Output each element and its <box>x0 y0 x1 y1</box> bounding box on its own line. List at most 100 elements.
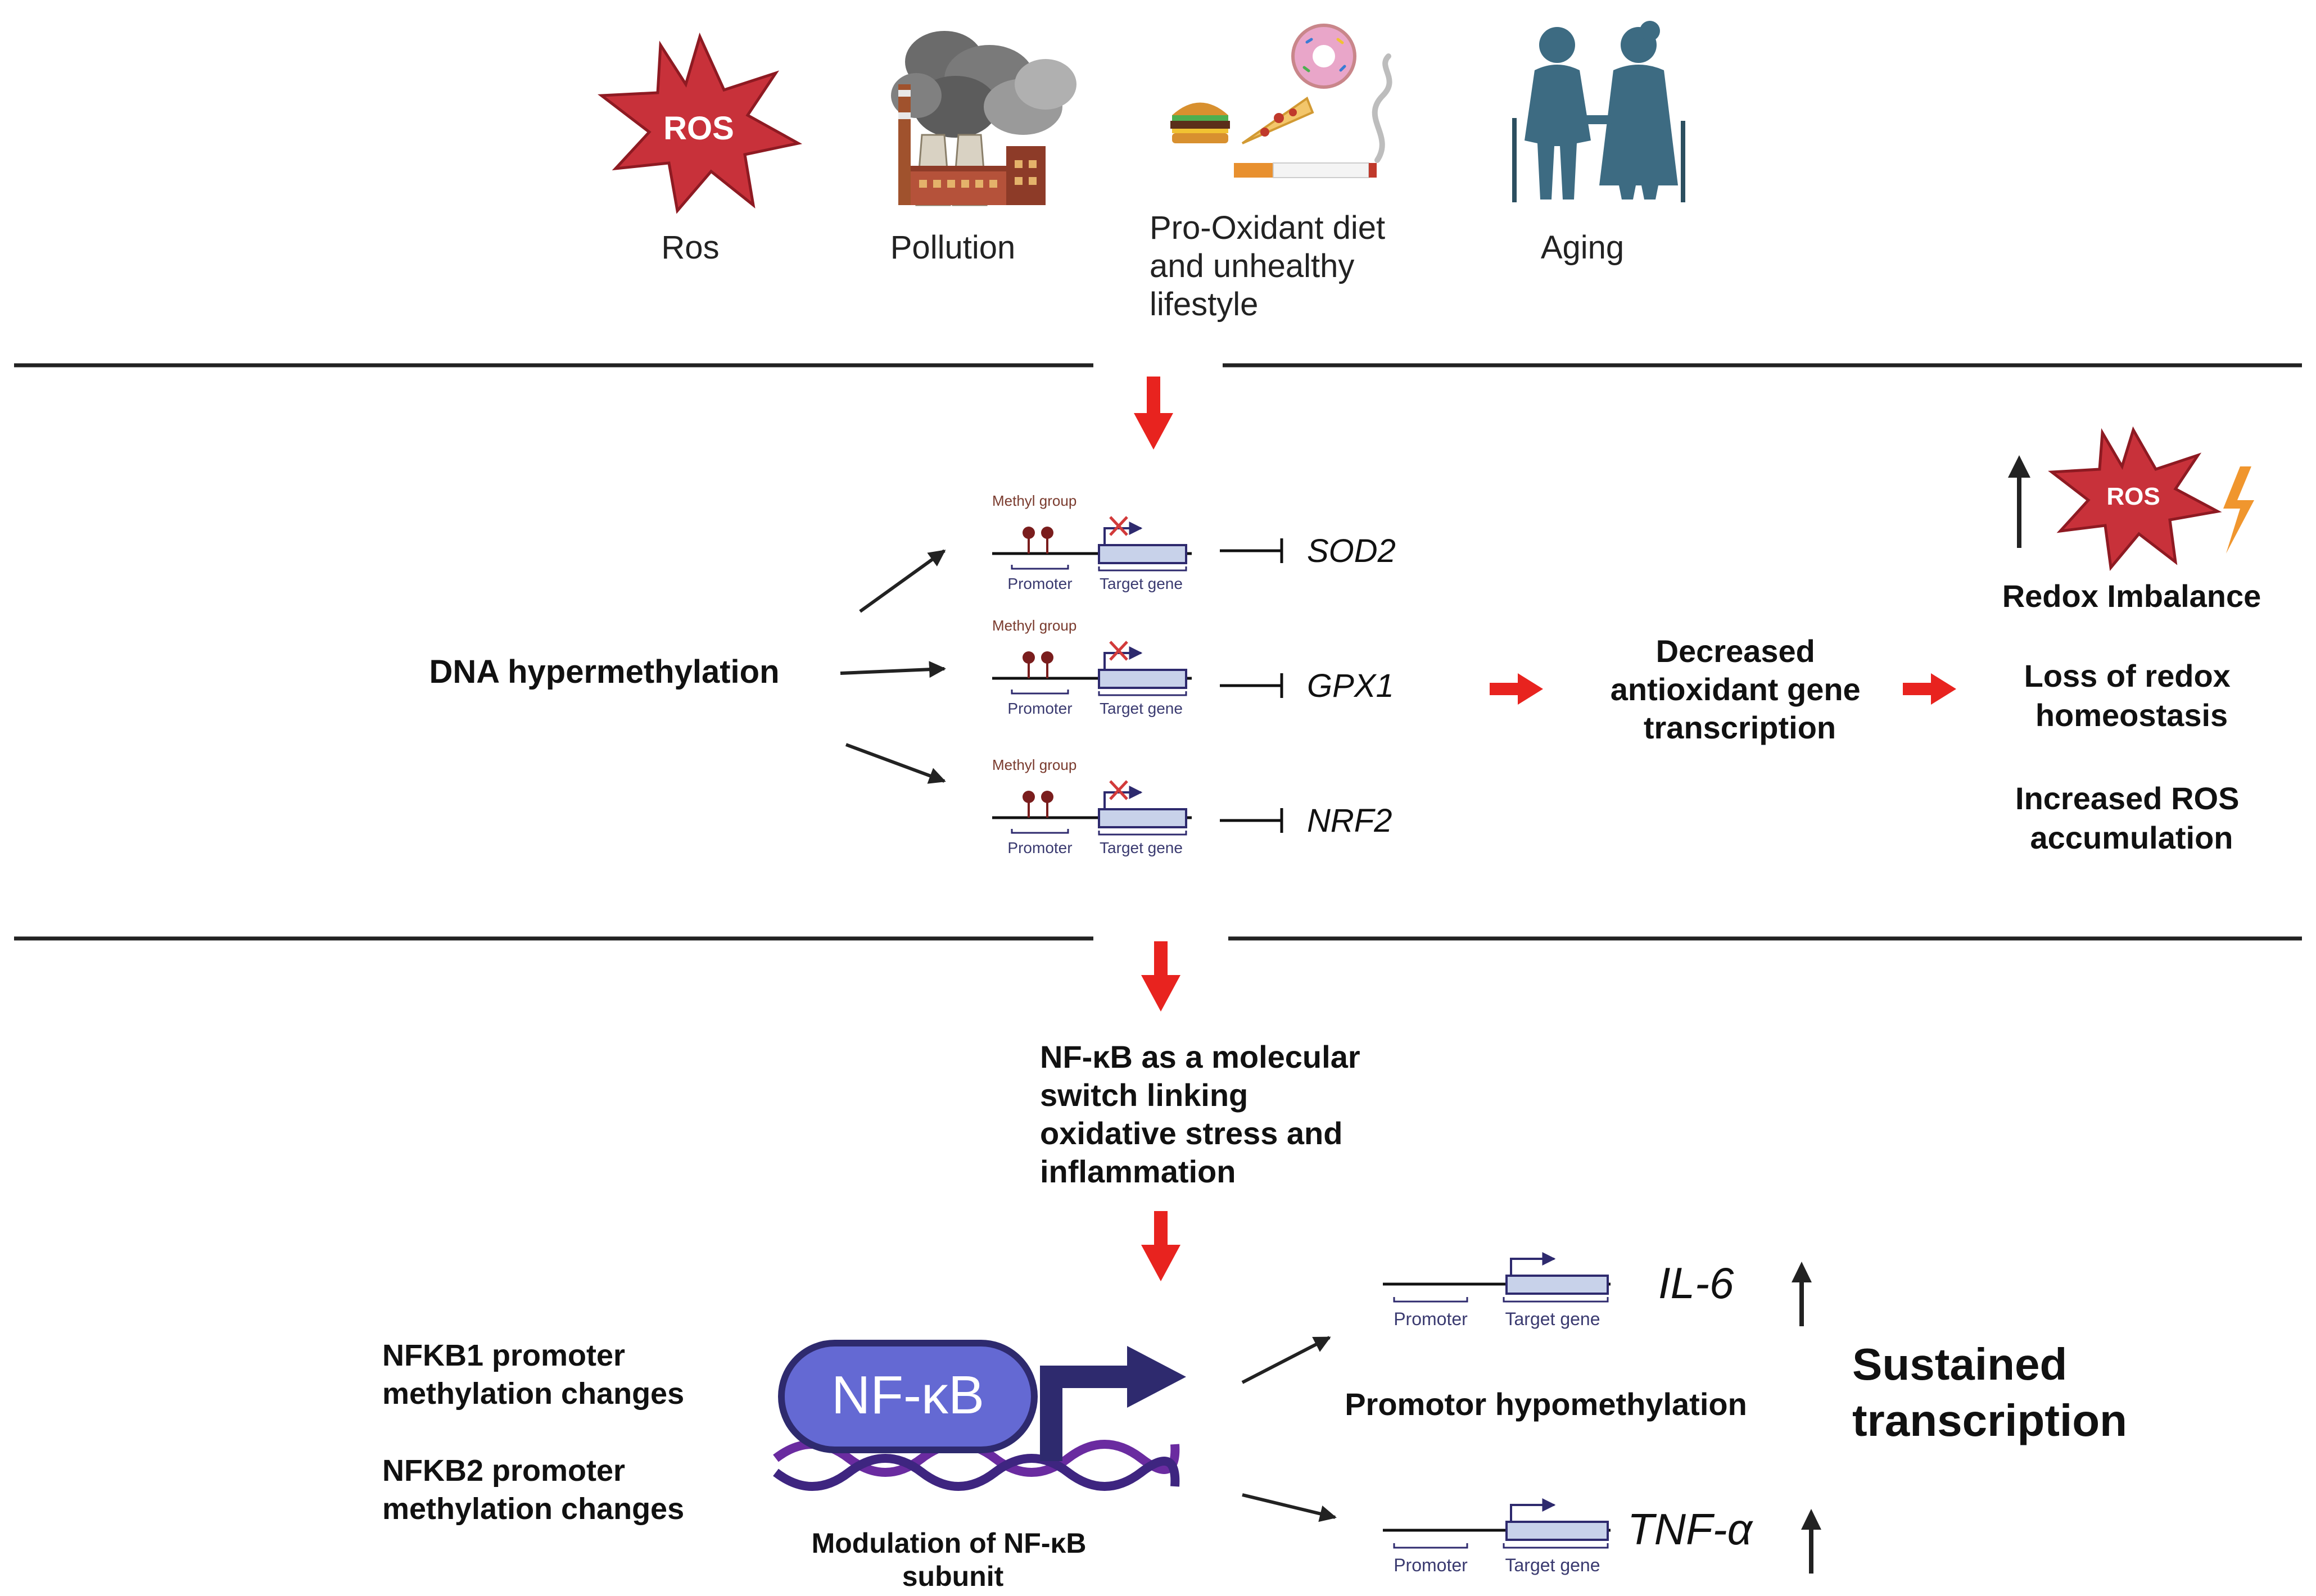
blocked-transcription-icon <box>1109 516 1128 536</box>
target-gene-box <box>1505 1521 1609 1541</box>
up-arrow-icon <box>1792 1262 1812 1326</box>
methyl-group-dot <box>1023 791 1035 803</box>
methyl-group-label: Methyl group <box>992 617 1076 634</box>
burger-icon <box>1170 102 1230 143</box>
nfkb2-line-1: NFKB2 promoter <box>382 1454 625 1488</box>
modulation-line-1: Modulation of NF-κB <box>812 1527 1087 1559</box>
pollution-label: Pollution <box>890 229 1015 266</box>
nfkb2-methylation-label: NFKB2 promoter methylation changes <box>382 1454 684 1526</box>
target-gene-label: Target gene <box>1100 575 1183 592</box>
target-gene-box <box>1098 669 1187 689</box>
decreased-line-1: Decreased <box>1656 633 1815 669</box>
nfkb1-line-2: methylation changes <box>382 1377 684 1411</box>
factory-pollution-icon <box>891 31 1076 206</box>
arrow-to-il6 <box>1241 1336 1331 1384</box>
methyl-group-label: Methyl group <box>992 756 1076 773</box>
blocked-transcription-icon <box>1109 641 1128 661</box>
diet-label-line-1: Pro-Oxidant diet <box>1150 210 1385 246</box>
nfkb1-methylation-label: NFKB1 promoter methylation changes <box>382 1339 684 1411</box>
nfkb-complex-label: NF-κB <box>831 1365 984 1425</box>
up-arrow-icon <box>2008 455 2030 548</box>
decreased-transcription-label: Decreased antioxidant gene transcription <box>1611 633 1870 745</box>
switch-line-3: oxidative stress and <box>1040 1116 1342 1151</box>
diet-label-line-2: and unhealthy <box>1150 248 1354 284</box>
promoter-label: Promoter <box>1007 575 1072 592</box>
modulation-line-2: subunit <box>902 1561 1004 1592</box>
red-down-arrow <box>1141 1211 1180 1281</box>
nfkb2-line-2: methylation changes <box>382 1492 684 1526</box>
dna-helix-icon <box>773 1440 1180 1491</box>
methyl-group-dot <box>1023 527 1035 539</box>
ros-label: Ros <box>661 229 719 266</box>
target-gene-label: Target gene <box>1505 1309 1600 1329</box>
switch-line-2: switch linking <box>1040 1077 1248 1113</box>
red-down-arrow <box>1141 941 1180 1012</box>
modulation-label: Modulation of NF-κB subunit <box>812 1527 1094 1592</box>
target-gene-box <box>1098 808 1187 828</box>
diet-label: Pro-Oxidant diet and unhealthy lifestyle <box>1150 210 1394 323</box>
loss-homeostasis-label: Loss of redox homeostasis <box>2024 658 2240 733</box>
switch-line-4: inflammation <box>1040 1154 1236 1189</box>
target-gene-label: Target gene <box>1100 700 1183 717</box>
ros-badge-text: ROS <box>663 110 734 147</box>
pizza-icon <box>1241 96 1314 144</box>
loss-line-2: homeostasis <box>2035 697 2228 733</box>
methylated-gene-gpx1: Methyl group Promoter Target gene <box>992 617 1192 717</box>
ros-badge-text: ROS <box>2106 483 2160 510</box>
red-down-arrow <box>1134 377 1173 450</box>
promoter-label: Promoter <box>1394 1555 1468 1575</box>
diet-label-line-3: lifestyle <box>1150 286 1258 323</box>
methyl-group-label: Methyl group <box>992 492 1076 509</box>
methyl-group-dot <box>1041 791 1053 803</box>
promoter-label: Promoter <box>1394 1309 1468 1329</box>
nfkb1-line-1: NFKB1 promoter <box>382 1339 625 1372</box>
target-gene-box <box>1098 544 1187 564</box>
target-gene-label: Target gene <box>1100 839 1183 856</box>
gene-il6-label: IL-6 <box>1658 1258 1734 1308</box>
methyl-group-dot <box>1023 651 1035 664</box>
gene-nrf2-label: NRF2 <box>1307 802 1392 839</box>
red-right-arrow <box>1903 673 1956 705</box>
transcription-start-arrow-icon <box>1040 1346 1186 1461</box>
switch-line-1: NF-κB as a molecular <box>1040 1039 1360 1074</box>
redox-imbalance-label: Redox Imbalance <box>2002 578 2261 614</box>
target-gene-box <box>1505 1275 1609 1295</box>
sustained-line-2: transcription <box>1852 1395 2127 1445</box>
elderly-couple-icon <box>1512 21 1685 202</box>
lightning-bolt-icon <box>2223 466 2254 554</box>
nfkb-switch-label: NF-κB as a molecular switch linking oxid… <box>1040 1039 1369 1189</box>
red-right-arrow <box>1490 673 1543 705</box>
gene-gpx1-label: GPX1 <box>1307 668 1394 704</box>
target-gene-label: Target gene <box>1505 1555 1600 1575</box>
nfkb-complex <box>778 1340 1038 1453</box>
loss-line-1: Loss of redox <box>2024 658 2231 693</box>
gene-sod2-label: SOD2 <box>1307 533 1396 569</box>
ros-starburst-icon: ROS <box>2048 426 2222 571</box>
active-gene-tnfa: Promoter Target gene <box>1383 1498 1611 1575</box>
arrow-to-tnfa <box>1242 1493 1337 1522</box>
increased-line-1: Increased ROS <box>2015 781 2239 816</box>
decreased-line-2: antioxidant gene <box>1611 672 1861 707</box>
cigarette-icon <box>1234 53 1392 178</box>
methyl-group-dot <box>1041 651 1053 664</box>
methylated-gene-nrf2: Methyl group Promoter Target gene <box>992 756 1192 856</box>
promoter-label: Promoter <box>1007 700 1072 717</box>
sustained-transcription-label: Sustained transcription <box>1852 1339 2127 1445</box>
sustained-line-1: Sustained <box>1852 1339 2067 1389</box>
dna-hypermethylation-label: DNA hypermethylation <box>429 654 779 690</box>
arrow-to-nrf2 <box>845 743 946 784</box>
increased-ros-label: Increased ROS accumulation <box>2015 781 2248 855</box>
gene-tnfa-label: TNF-α <box>1627 1504 1754 1554</box>
blocked-transcription-icon <box>1109 780 1128 800</box>
methyl-group-dot <box>1041 527 1053 539</box>
ros-starburst-icon: ROS <box>598 32 803 214</box>
promotor-hypomethylation-label: Promotor hypomethylation <box>1345 1386 1747 1422</box>
active-gene-il6: Promoter Target gene <box>1383 1252 1611 1329</box>
arrow-to-gpx1 <box>840 661 946 678</box>
donut-icon <box>1291 24 1356 89</box>
decreased-line-3: transcription <box>1644 710 1836 745</box>
aging-label: Aging <box>1541 229 1624 266</box>
methylated-gene-sod2: Methyl group Promoter Target gene <box>992 492 1192 592</box>
arrow-to-sod2 <box>859 549 946 613</box>
